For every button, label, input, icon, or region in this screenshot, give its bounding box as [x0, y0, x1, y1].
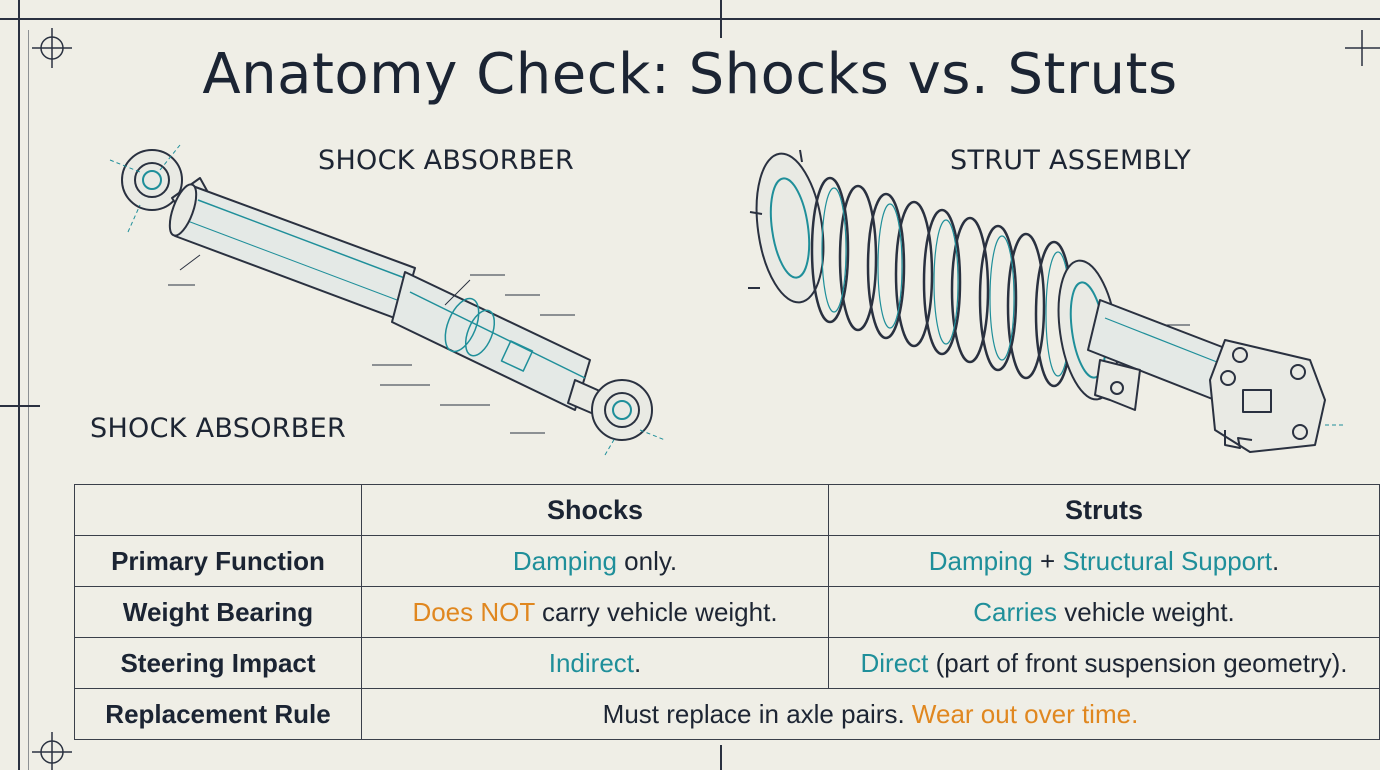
highlight-text: Direct [860, 647, 929, 678]
table-header-row: Shocks Struts [74, 484, 1380, 536]
cell-struts-weight-bearing: Carries vehicle weight. [828, 586, 1380, 638]
cell-shocks-steering-impact: Indirect. [361, 637, 829, 689]
row-label-replacement-rule: Replacement Rule [74, 688, 362, 740]
comparison-table: Shocks Struts Primary Function Damping o… [74, 484, 1380, 740]
table-row: Steering Impact Indirect. Direct (part o… [74, 637, 1380, 689]
highlight-text: Damping [512, 545, 617, 576]
shock-absorber-label-top: SHOCK ABSORBER [318, 145, 575, 176]
row-label-steering-impact: Steering Impact [74, 637, 362, 689]
table-row: Replacement Rule Must replace in axle pa… [74, 688, 1380, 740]
cell-shocks-weight-bearing: Does NOT carry vehicle weight. [361, 586, 829, 638]
cell-text: (part of front suspension geometry). [928, 647, 1348, 678]
table-header-shocks: Shocks [361, 484, 829, 536]
highlight-text: Indirect [548, 647, 635, 678]
table-header-struts: Struts [828, 484, 1380, 536]
cell-replacement-rule: Must replace in axle pairs. Wear out ove… [361, 688, 1380, 740]
warning-text: Wear out over time. [911, 698, 1139, 729]
strut-assembly-label: STRUT ASSEMBLY [950, 145, 1192, 176]
page-title: Anatomy Check: Shocks vs. Struts [202, 42, 1178, 107]
cell-text: carry vehicle weight. [534, 596, 778, 627]
highlight-text: Damping [928, 545, 1033, 576]
cell-struts-steering-impact: Direct (part of front suspension geometr… [828, 637, 1380, 689]
crosshair-icon [1345, 30, 1380, 66]
frame-top-tick [720, 0, 722, 38]
crosshair-icon [32, 28, 72, 68]
shock-absorber-label-bottom: SHOCK ABSORBER [90, 413, 347, 444]
table-row: Weight Bearing Does NOT carry vehicle we… [74, 586, 1380, 638]
table-row: Primary Function Damping only. Damping +… [74, 535, 1380, 587]
warning-text: Does NOT [412, 596, 535, 627]
cell-text: vehicle weight. [1057, 596, 1235, 627]
cell-text: + [1032, 545, 1063, 576]
cell-text: only. [616, 545, 678, 576]
row-label-primary-function: Primary Function [74, 535, 362, 587]
frame-left-tick [0, 405, 40, 407]
cell-text: . [1272, 545, 1280, 576]
cell-shocks-primary-function: Damping only. [361, 535, 829, 587]
frame-left-inner-line [28, 30, 29, 770]
shock-absorber-drawing [109, 144, 666, 456]
frame-left-line [18, 0, 20, 770]
table-header-empty [74, 484, 362, 536]
frame-top-line [0, 18, 1380, 20]
highlight-text: Structural Support [1062, 545, 1273, 576]
strut-assembly-drawing [748, 149, 1345, 453]
cell-text: . [634, 647, 642, 678]
frame-bottom-tick [720, 745, 722, 770]
row-label-weight-bearing: Weight Bearing [74, 586, 362, 638]
cell-struts-primary-function: Damping + Structural Support. [828, 535, 1380, 587]
highlight-text: Carries [973, 596, 1058, 627]
cell-text: Must replace in axle pairs. [602, 698, 912, 729]
crosshair-icon [32, 732, 72, 770]
